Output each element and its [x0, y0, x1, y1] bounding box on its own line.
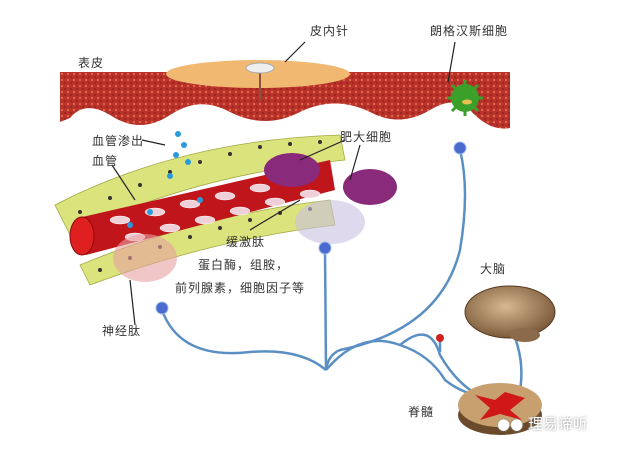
langerhans-cell: [447, 80, 483, 116]
watermark-text: 理易谛听: [527, 415, 588, 433]
label-mast-cell: 肥大细胞: [340, 130, 393, 144]
epidermis-layer: [60, 72, 510, 129]
label-mediators-line2: 前列腺素，细胞因子等: [175, 281, 306, 295]
label-langerhans-cell: 朗格汉斯细胞: [430, 24, 509, 38]
spinal-cord: [458, 383, 542, 435]
vessel-opening: [69, 216, 95, 256]
label-mediators-line1: 蛋白酶，组胺，: [198, 258, 290, 272]
label-spinal-cord: 脊髓: [408, 405, 435, 419]
exudate-dots: [127, 131, 203, 228]
receptor-dot: [436, 334, 444, 342]
mast-cells: [113, 153, 397, 282]
label-epidermis: 表皮: [78, 56, 105, 70]
brain: [464, 285, 556, 342]
needle-patch: [166, 60, 350, 88]
label-vascular-exudation: 血管渗出: [92, 134, 145, 148]
label-neuropeptide: 神经肽: [102, 324, 142, 338]
label-intradermal-needle: 皮内针: [310, 24, 350, 38]
label-brain: 大脑: [480, 262, 507, 276]
watermark: ●● 理易谛听: [497, 415, 588, 433]
neurons: [155, 141, 467, 315]
leader-lines: [111, 41, 456, 326]
needle-head: [245, 62, 275, 74]
label-blood-vessel: 血管: [92, 154, 119, 168]
label-bradykinin: 缓激肽: [226, 235, 266, 249]
blood-vessel: [78, 160, 335, 255]
